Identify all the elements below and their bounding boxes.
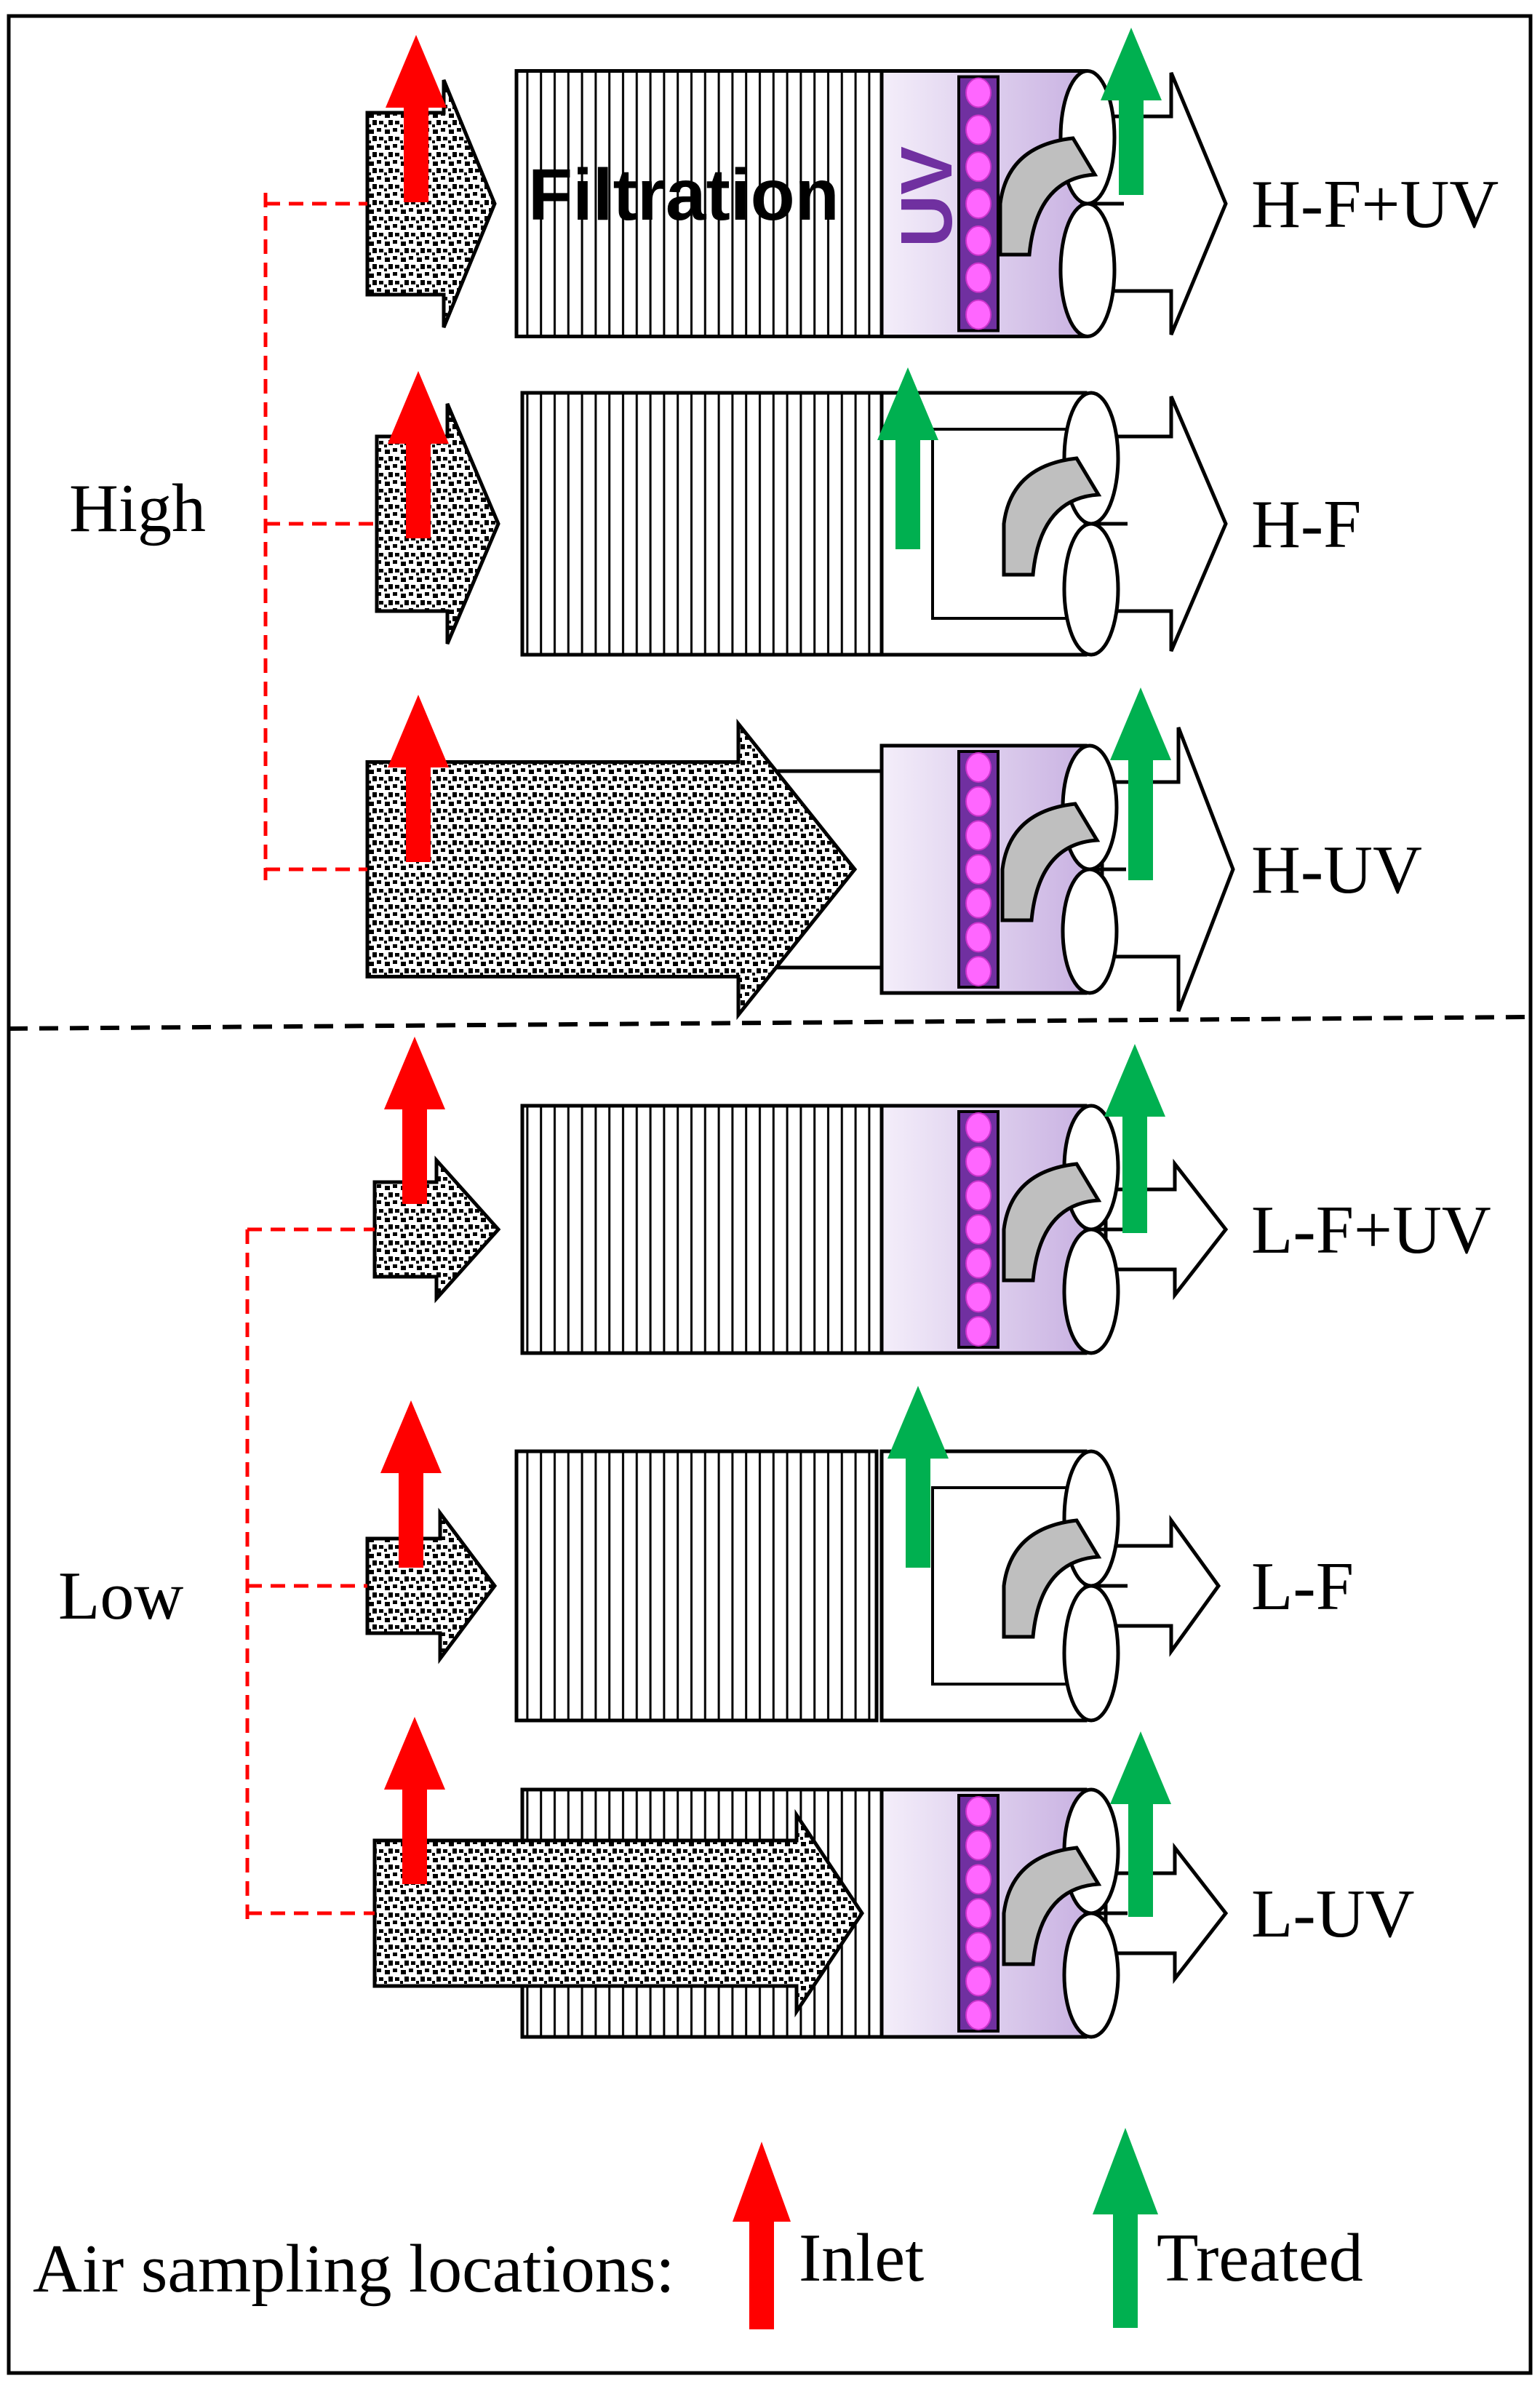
treated-sampling-arrow	[1101, 28, 1162, 195]
uv-bulb	[965, 922, 992, 953]
uv-bulb	[965, 1214, 992, 1245]
system-l-f: L-F	[247, 1386, 1354, 1723]
legend-treated-label: Treated	[1157, 2220, 1363, 2296]
inlet-sampling-arrow	[384, 1717, 445, 1884]
uv-bulb	[965, 888, 992, 919]
inlet-airflow-arrow	[365, 718, 858, 1021]
treated-sampling-arrow	[877, 367, 938, 549]
air-cleaner-systems: H-F+UV H-F H-UV L-F+UV L-F L-UV	[245, 28, 1499, 2039]
uv-bulb	[965, 114, 992, 145]
uv-bulb	[965, 1282, 992, 1313]
filter-media	[514, 69, 884, 338]
uv-bulb	[965, 1830, 992, 1861]
uv-bulb	[965, 1112, 992, 1143]
legend: Air sampling locations: Inlet Treated	[33, 2128, 1363, 2329]
legend-title: Air sampling locations:	[33, 2231, 674, 2307]
fan-blade-lower	[1062, 1584, 1120, 1723]
fan-curved-blade	[1002, 1162, 1102, 1283]
fan-blade-lower	[1061, 867, 1119, 995]
inlet-sampling-arrow	[386, 35, 447, 202]
filtration-label: Filtration	[528, 154, 839, 236]
uv-bulb	[965, 188, 992, 219]
system-label: L-F+UV	[1251, 1192, 1491, 1268]
filter-media	[514, 1449, 879, 1723]
treated-sampling-arrow	[1104, 1044, 1165, 1233]
inlet-sampling-arrow	[384, 1037, 445, 1204]
group-divider-line	[8, 1015, 1531, 1031]
fan-curved-blade	[1002, 1518, 1102, 1639]
uv-bulb	[965, 956, 992, 986]
inlet-airflow-arrow	[365, 1507, 498, 1664]
group-label-high: High	[69, 471, 206, 546]
inlet-sampling-arrow	[388, 371, 449, 538]
fan-blade-lower	[1058, 202, 1117, 338]
inlet-airflow-arrow	[372, 1808, 865, 2018]
uv-bulb	[965, 151, 992, 183]
outer-frame	[7, 14, 1533, 2375]
filter-media	[520, 1104, 886, 1355]
group-label-low: Low	[58, 1558, 183, 1634]
uv-bulb	[965, 1864, 992, 1895]
fan-blade-lower	[1062, 1227, 1120, 1355]
system-label: H-F+UV	[1251, 167, 1499, 242]
fan-curved-blade	[1002, 1846, 1102, 1966]
system-h-f: H-F	[266, 367, 1361, 657]
uv-bulb	[965, 299, 992, 330]
uv-bulb	[965, 2000, 992, 2030]
uv-bulb	[965, 1180, 992, 1211]
inlet-airflow-arrow	[365, 79, 497, 328]
system-l-f-uv: L-F+UV	[247, 1037, 1491, 1355]
system-label: H-UV	[1251, 832, 1422, 908]
legend-treated-arrow	[1093, 2128, 1158, 2328]
uv-bulb	[965, 1898, 992, 1929]
uv-bulb	[965, 1146, 992, 1177]
uv-bulb	[965, 262, 992, 293]
treated-sampling-arrow	[1110, 687, 1171, 880]
system-label: H-F	[1251, 487, 1361, 562]
system-h-uv: H-UV	[266, 687, 1422, 1021]
inlet-sampling-arrow	[388, 695, 449, 862]
uv-label: UV	[886, 146, 968, 247]
legend-inlet-label: Inlet	[799, 2220, 924, 2296]
system-label: L-UV	[1251, 1876, 1415, 1952]
inlet-sampling-arrow	[380, 1400, 442, 1568]
fan-curved-blade	[1002, 456, 1102, 577]
inlet-airflow-arrow	[372, 1155, 501, 1304]
fan-blade-lower	[1062, 1911, 1120, 2039]
uv-bulb	[965, 786, 992, 817]
uv-bulb	[965, 1796, 992, 1827]
legend-inlet-arrow	[733, 2142, 791, 2329]
uv-bulb	[965, 1248, 992, 1279]
fan-curved-blade	[998, 136, 1098, 257]
treated-sampling-arrow	[1110, 1731, 1171, 1917]
fan-curved-blade	[1000, 802, 1101, 922]
fan-blade-lower	[1062, 522, 1120, 657]
system-h-f-uv: H-F+UV	[266, 28, 1499, 338]
uv-bulb	[965, 854, 992, 885]
filter-media	[520, 391, 890, 657]
system-label: L-F	[1251, 1549, 1354, 1624]
uv-bulb	[965, 820, 992, 851]
uv-bulb	[965, 225, 992, 256]
fan-blade-upper	[1062, 1449, 1120, 1588]
uv-bulb	[965, 1931, 992, 1963]
uv-bulb	[965, 77, 992, 108]
system-l-uv: L-UV	[247, 1717, 1415, 2039]
uv-bulb	[965, 1316, 992, 1347]
uv-bulb	[965, 1966, 992, 1997]
treated-sampling-arrow	[887, 1386, 949, 1568]
uv-bulb	[965, 752, 992, 783]
